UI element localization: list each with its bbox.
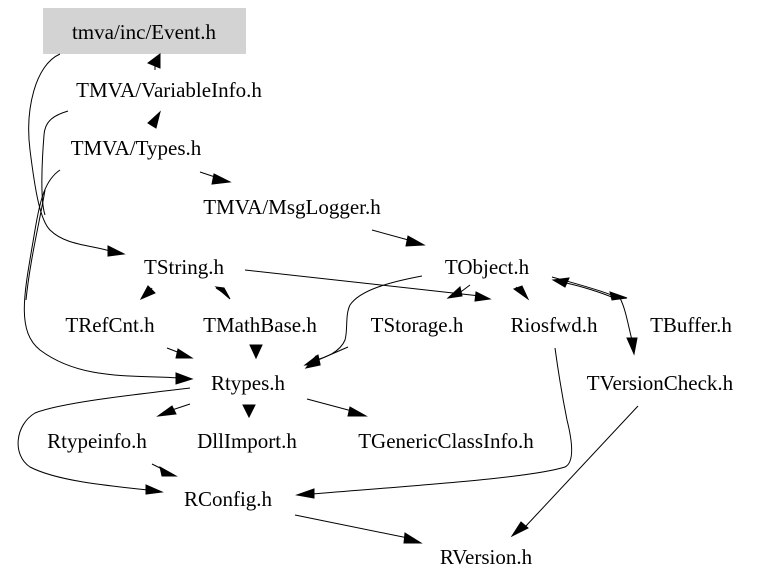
arrowhead-icon	[107, 245, 126, 257]
node-dllimport[interactable]: DllImport.h	[197, 429, 297, 453]
arrowhead-icon	[403, 532, 423, 544]
arrowhead-icon	[211, 173, 232, 185]
edge-rconfig-rversion	[294, 514, 409, 539]
node-rtypes[interactable]: Rtypes.h	[211, 371, 286, 395]
arrowhead-icon	[147, 110, 161, 129]
arrowhead-icon	[242, 404, 256, 419]
arrowhead-icon	[295, 488, 315, 499]
edge-types-rtypes	[23, 169, 181, 379]
arrowhead-icon	[139, 285, 156, 301]
node-rversion[interactable]: RVersion.h	[440, 545, 533, 569]
edge-event-tstring	[28, 53, 111, 252]
arrowhead-icon	[347, 406, 368, 417]
node-tobject[interactable]: TObject.h	[445, 255, 530, 279]
node-event[interactable]: tmva/inc/Event.h	[72, 20, 217, 44]
node-rconfig[interactable]: RConfig.h	[184, 487, 273, 511]
edge-rtypes-rconfig	[17, 387, 191, 491]
arrowhead-icon	[156, 405, 177, 417]
root-node-box[interactable]	[43, 8, 246, 54]
arrowhead-icon	[626, 337, 638, 356]
edge-rtypes-rtypeinfo	[171, 403, 191, 411]
arrowhead-icon	[510, 521, 529, 538]
edge-event-rtypes-extra	[25, 189, 46, 301]
arrowhead-icon	[551, 277, 570, 288]
arrowhead-icon	[159, 466, 178, 477]
arrowhead-icon	[147, 53, 161, 69]
arrowhead-icon	[474, 291, 492, 302]
edge-variableinfo-tstring	[41, 110, 69, 216]
node-msglogger[interactable]: TMVA/MsgLogger.h	[203, 195, 381, 219]
edge-msglogger-tobject	[371, 229, 413, 242]
node-tgenericclassinfo[interactable]: TGenericClassInfo.h	[358, 429, 534, 453]
node-trefcnt[interactable]: TRefCnt.h	[65, 313, 155, 337]
node-types[interactable]: TMVA/Types.h	[71, 136, 202, 160]
edge-rtypes-tgenericclassinfo	[306, 398, 353, 412]
arrowhead-icon	[446, 286, 463, 299]
arrowhead-icon	[249, 344, 263, 360]
edge-tobject-tversioncheck	[619, 297, 633, 341]
arrowhead-icon	[214, 286, 231, 300]
arrowhead-icon	[175, 372, 194, 385]
edges	[17, 53, 639, 544]
edge-tobject-tbuffer	[551, 276, 615, 297]
node-tversioncheck[interactable]: TVersionCheck.h	[587, 371, 734, 395]
edge-tstring-riosfwd	[244, 269, 481, 297]
edge-tstorage-rtypes	[317, 346, 349, 361]
node-variableinfo[interactable]: TMVA/VariableInfo.h	[76, 78, 262, 102]
edge-tversioncheck-rversion	[524, 405, 639, 528]
arrowhead-icon	[304, 355, 321, 369]
node-tstring[interactable]: TString.h	[144, 255, 224, 279]
node-tstorage[interactable]: TStorage.h	[371, 313, 464, 337]
nodes: tmva/inc/Event.h TMVA/VariableInfo.h TMV…	[47, 20, 734, 569]
node-rtypeinfo[interactable]: Rtypeinfo.h	[47, 429, 147, 453]
arrowhead-icon	[405, 235, 426, 247]
edge-tbuffer-tobject	[565, 282, 615, 299]
node-riosfwd[interactable]: Riosfwd.h	[511, 313, 598, 337]
arrowhead-icon	[175, 348, 194, 359]
node-tmathbase[interactable]: TMathBase.h	[203, 313, 317, 337]
arrowhead-icon	[512, 285, 530, 301]
arrowhead-icon	[609, 291, 628, 301]
arrowhead-icon	[145, 484, 164, 495]
edge-riosfwd-rconfig	[311, 347, 573, 495]
node-tbuffer[interactable]: TBuffer.h	[650, 313, 732, 337]
